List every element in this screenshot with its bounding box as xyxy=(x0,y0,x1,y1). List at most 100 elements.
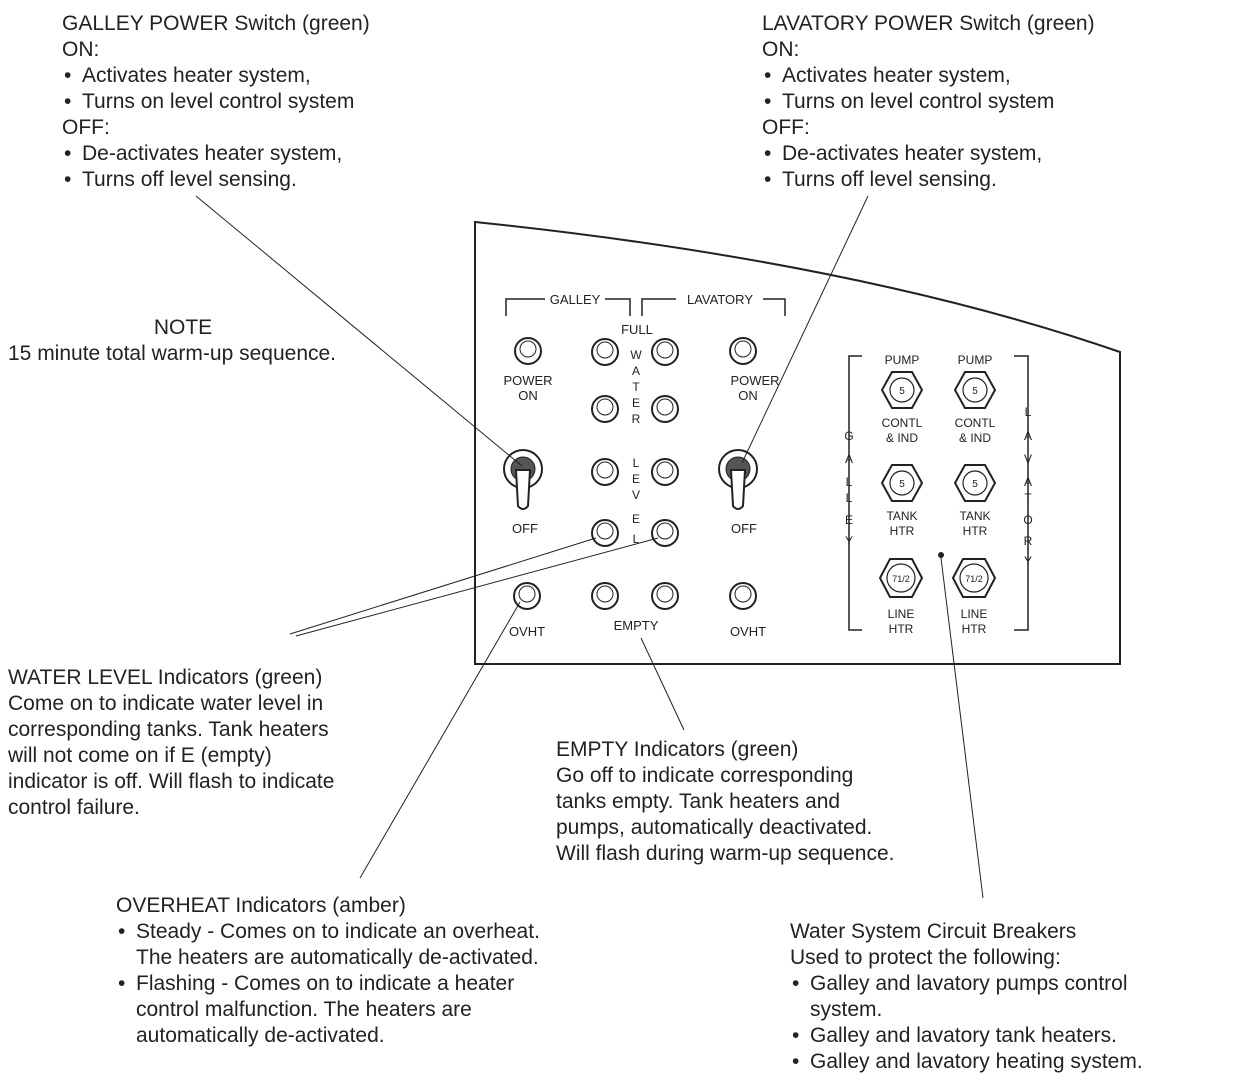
galley-power-leader xyxy=(195,195,523,467)
svg-text:A: A xyxy=(845,452,853,466)
lavatory-level-light-4 xyxy=(651,519,679,547)
svg-text:E: E xyxy=(632,396,640,410)
circuit-breakers xyxy=(878,371,997,598)
galley-power-on-light xyxy=(514,337,542,365)
lavatory-header: LAVATORY xyxy=(687,292,753,307)
galley-pump-breaker[interactable] xyxy=(880,371,924,409)
svg-text:W: W xyxy=(630,348,642,362)
svg-text:G: G xyxy=(844,429,853,443)
breakers-item: Galley and lavatory heating system. xyxy=(790,1049,1143,1075)
empty-callout: EMPTY Indicators (green) Go off to indic… xyxy=(556,737,894,867)
breakers-callout: Water System Circuit Breakers Used to pr… xyxy=(790,919,1143,1075)
galley-power-callout: GALLEY POWER Switch (green) ON: Activate… xyxy=(62,11,370,193)
galley-off-label: OFF xyxy=(512,521,538,536)
breaker-label: & IND xyxy=(886,431,918,445)
galley-level-light-4 xyxy=(591,519,619,547)
svg-text:V: V xyxy=(1024,452,1032,466)
galley-empty-light xyxy=(591,582,619,610)
lavatory-on-item: Activates heater system, xyxy=(762,63,1095,89)
empty-line: pumps, automatically deactivated. xyxy=(556,816,873,839)
full-label: FULL xyxy=(621,322,653,337)
svg-text:L: L xyxy=(846,491,853,505)
galley-level-light-3 xyxy=(591,458,619,486)
water-level-vertical-label: W A T E R L E V E L xyxy=(630,348,642,546)
lavatory-ovht-label: OVHT xyxy=(730,624,766,639)
water-level-title: WATER LEVEL Indicators (green) xyxy=(8,666,323,689)
svg-text:Y: Y xyxy=(845,534,853,548)
water-level-line: indicator is off. Will flash to indicate xyxy=(8,770,335,793)
breakers-title: Water System Circuit Breakers xyxy=(790,920,1077,943)
galley-off-item: De-activates heater system, xyxy=(62,141,370,167)
lavatory-tank-htr-breaker[interactable] xyxy=(953,464,997,502)
overheat-title: OVERHEAT Indicators (amber) xyxy=(116,894,406,917)
lavatory-line-htr-breaker[interactable] xyxy=(951,558,997,598)
breaker-label: HTR xyxy=(962,622,987,636)
svg-text:V: V xyxy=(632,488,640,502)
galley-on-label: ON xyxy=(518,388,538,403)
lavatory-off-item: De-activates heater system, xyxy=(762,141,1095,167)
lavatory-on-heading: ON: xyxy=(762,38,800,61)
lavatory-pump-breaker[interactable] xyxy=(953,371,997,409)
breaker-label: HTR xyxy=(963,524,988,538)
galley-on-item: Activates heater system, xyxy=(62,63,370,89)
galley-power-title: GALLEY POWER Switch (green) xyxy=(62,12,370,35)
overheat-leader xyxy=(359,601,521,879)
breaker-label: CONTL xyxy=(955,416,996,430)
breaker-rating: 71/2 xyxy=(892,574,910,584)
svg-text:O: O xyxy=(1023,513,1032,527)
breaker-rating: 5 xyxy=(972,479,978,490)
galley-ovht-label: OVHT xyxy=(509,624,545,639)
breaker-label: HTR xyxy=(890,524,915,538)
svg-text:R: R xyxy=(632,412,641,426)
lavatory-power-callout: LAVATORY POWER Switch (green) ON: Activa… xyxy=(762,11,1095,193)
empty-line: Will flash during warm-up sequence. xyxy=(556,842,895,865)
note-title: NOTE xyxy=(153,316,213,339)
leader-lines xyxy=(195,195,984,899)
svg-text:L: L xyxy=(846,475,853,489)
empty-title: EMPTY Indicators (green) xyxy=(556,738,799,761)
note-callout: NOTE 15 minute total warm-up sequence. xyxy=(8,315,398,367)
galley-line-htr-breaker[interactable] xyxy=(878,558,924,598)
breaker-label: & IND xyxy=(959,431,991,445)
breaker-rating: 5 xyxy=(899,479,905,490)
galley-header-bracket xyxy=(505,298,786,316)
breaker-galley-vertical-label: G A L L E Y xyxy=(844,429,853,548)
lavatory-power-leader xyxy=(741,195,869,464)
galley-tank-htr-breaker[interactable] xyxy=(880,464,924,502)
svg-text:L: L xyxy=(633,456,640,470)
svg-text:E: E xyxy=(632,472,640,486)
svg-text:A: A xyxy=(1024,475,1032,489)
svg-text:Y: Y xyxy=(1024,554,1032,568)
lavatory-power-title: LAVATORY POWER Switch (green) xyxy=(762,12,1095,35)
svg-text:L: L xyxy=(633,532,640,546)
lavatory-empty-light xyxy=(651,582,679,610)
breaker-brackets xyxy=(848,355,1029,631)
breaker-top-label: PUMP xyxy=(885,353,920,367)
galley-off-item: Turns off level sensing. xyxy=(62,167,370,193)
breaker-label: HTR xyxy=(889,622,914,636)
lavatory-level-light-2 xyxy=(651,395,679,423)
svg-text:R: R xyxy=(1024,534,1033,548)
overheat-callout: OVERHEAT Indicators (amber) Steady - Com… xyxy=(116,893,540,1049)
galley-level-light-2 xyxy=(591,395,619,423)
breaker-rating: 5 xyxy=(899,386,905,397)
lavatory-off-item: Turns off level sensing. xyxy=(762,167,1095,193)
breakers-subtitle: Used to protect the following: xyxy=(790,946,1061,969)
water-level-leader-1 xyxy=(289,537,597,635)
water-level-line: will not come on if E (empty) xyxy=(8,744,272,767)
galley-level-light-1 xyxy=(591,338,619,366)
breakers-item: Galley and lavatory pumps control system… xyxy=(790,971,1143,1023)
empty-line: Go off to indicate corresponding xyxy=(556,764,854,787)
galley-power-label: POWER xyxy=(503,373,552,388)
lavatory-level-light-3 xyxy=(651,458,679,486)
galley-header: GALLEY xyxy=(550,292,601,307)
svg-text:T: T xyxy=(632,380,640,394)
svg-text:E: E xyxy=(845,513,853,527)
galley-on-heading: ON: xyxy=(62,38,100,61)
empty-line: tanks empty. Tank heaters and xyxy=(556,790,841,813)
water-level-line: control failure. xyxy=(8,796,140,819)
breaker-label: TANK xyxy=(959,509,990,523)
lavatory-power-switch[interactable] xyxy=(718,449,758,510)
overheat-item: Flashing - Comes on to indicate a heater… xyxy=(116,971,540,1049)
